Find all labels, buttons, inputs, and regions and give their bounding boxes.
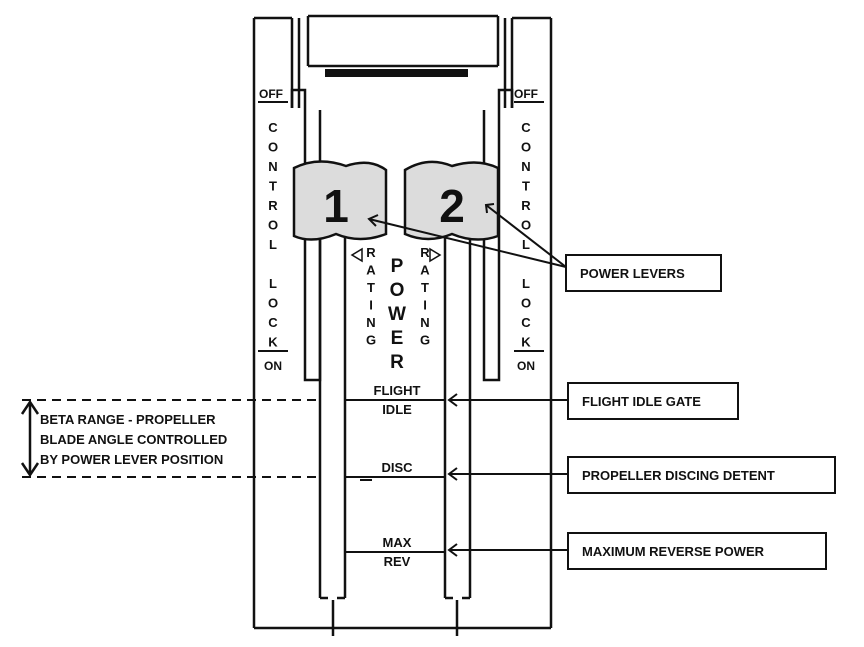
rating-left-char: G [366,333,376,348]
right-control-lock-char: O [521,140,531,155]
left-control-lock-char: C [268,315,278,330]
power-lever-2[interactable]: 2 [403,160,500,241]
rating-left-char: N [366,315,375,330]
beta-line-1: BETA RANGE - PROPELLER [40,412,216,427]
lever-2-number: 2 [439,180,465,232]
power-lever-1[interactable]: 1 [292,160,388,241]
left-control-lock-char: T [269,179,277,194]
right-off-label: OFF [514,87,538,101]
rating-right-char: I [423,298,427,313]
right-control-lock-char: R [521,198,531,213]
callout-propeller-discing-detent: PROPELLER DISCING DETENT [567,456,836,494]
right-control-lock-char: C [521,120,531,135]
right-control-lock-char: C [521,315,531,330]
left-control-lock-char: O [268,140,278,155]
right-control-lock-char: K [521,335,531,350]
right-control-lock-char: L [522,237,530,252]
rating-right-char: N [420,315,429,330]
rating-right-char: R [420,245,430,260]
disc-label: DISC [381,460,413,475]
rating-left-char: T [367,280,375,295]
left-control-lock-char: L [269,276,277,291]
left-off-label: OFF [259,87,283,101]
rating-right-char: G [420,333,430,348]
left-control-lock-char: O [268,218,278,233]
rev-label: REV [384,554,411,569]
flight-label: FLIGHT [374,383,421,398]
left-on-label: ON [264,359,282,373]
left-control-lock-char: L [269,237,277,252]
rating-arrow-right [429,247,442,263]
beta-range-arrow [20,399,40,478]
rating-left-char: A [366,263,376,278]
callout-leaders [367,203,568,557]
callout-maximum-reverse-power: MAXIMUM REVERSE POWER [567,532,827,570]
power-vertical-text: POWER [388,256,406,373]
right-control-lock-char: N [521,159,530,174]
rating-right-char: T [421,280,429,295]
right-control-lock-char: O [521,218,531,233]
right-control-lock-char: T [522,179,530,194]
left-control-lock-char: O [268,296,278,311]
maximum-reverse-power-label: MAXIMUM REVERSE POWER [582,544,765,559]
callout-flight-idle-gate: FLIGHT IDLE GATE [567,382,739,420]
rating-arrow-left [350,247,363,263]
quadrant-frame [252,16,553,630]
control-lock-labels: OFF ON OFF ON [258,87,544,373]
idle-label: IDLE [382,402,412,417]
flight-idle-gate-label: FLIGHT IDLE GATE [582,394,701,409]
right-control-lock-char: O [521,296,531,311]
power-levers-label: POWER LEVERS [580,266,685,281]
left-control-lock-char: C [268,120,278,135]
beta-line-2: BLADE ANGLE CONTROLLED [40,432,227,447]
left-control-lock-char: N [268,159,277,174]
left-control-lock-char: R [268,198,278,213]
power-char: P [391,256,404,277]
detent-labels: FLIGHT IDLE DISC MAX REV [374,383,421,569]
beta-line-3: BY POWER LEVER POSITION [40,452,223,467]
right-on-label: ON [517,359,535,373]
lever-1-number: 1 [323,180,349,232]
power-char: W [388,304,406,325]
beta-range-text: BETA RANGE - PROPELLER BLADE ANGLE CONTR… [40,412,227,467]
power-char: O [390,280,405,301]
power-char: R [390,352,404,373]
rating-left-char: R [366,245,376,260]
top-slot [306,14,500,77]
propeller-discing-detent-label: PROPELLER DISCING DETENT [582,468,775,483]
left-control-lock-char: K [268,335,278,350]
max-label: MAX [383,535,412,550]
rating-right-char: A [420,263,430,278]
right-control-lock-char: L [522,276,530,291]
beta-range-dashed-lines [22,399,320,478]
callout-power-levers: POWER LEVERS [565,254,722,292]
lever-tracks [318,236,472,636]
power-char: E [391,328,404,349]
rating-left-char: I [369,298,373,313]
detent-lines [345,399,445,553]
